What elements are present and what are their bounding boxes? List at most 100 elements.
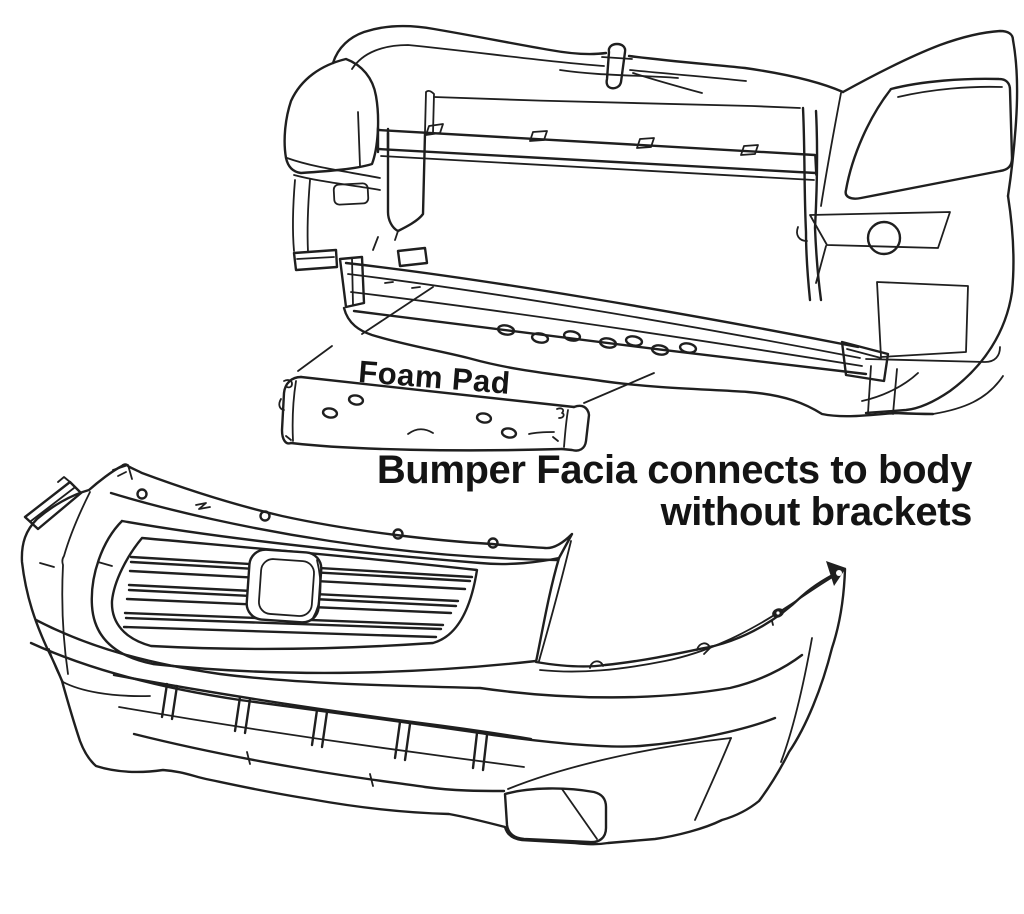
fender-diagonal (820, 92, 842, 207)
left-headlight-housing (283, 57, 380, 175)
face-crease-upper (34, 618, 804, 699)
fog-pocket-diagonal (561, 788, 598, 840)
flange-z-clip (195, 502, 211, 510)
underbody-contour (342, 306, 935, 418)
honda-logo (258, 558, 315, 617)
foam-pad-clip (556, 407, 565, 419)
headlight-lower-band (286, 157, 381, 179)
right-lower-crease (694, 737, 732, 821)
center-bracket (386, 131, 427, 233)
flare-edge (48, 648, 64, 683)
flange-screw-holes (136, 488, 499, 549)
caption-line-1: Bumper Facia connects to body (376, 448, 973, 492)
bumper-facia-drawing (20, 463, 847, 846)
underhood-line (632, 72, 703, 94)
right-corner-tip-hole (836, 570, 842, 576)
flare-inner-line (62, 681, 151, 697)
face-crease-lower (29, 641, 777, 748)
foam-pad-right-cap-line (563, 409, 569, 448)
right-fender (841, 29, 1019, 198)
grille-surround (120, 519, 561, 566)
foam-pad-dash (528, 431, 555, 435)
right-pillar (801, 106, 812, 302)
beam-left-end-line (351, 257, 354, 306)
fog-pocket (503, 787, 608, 844)
radiator-support-bar (376, 147, 818, 175)
surround-right-band (538, 540, 572, 662)
lower-intake-bottom (118, 706, 525, 768)
hood-inner-edge (351, 44, 605, 70)
headlight-lower-band (293, 174, 381, 191)
beam-top-tab (396, 246, 429, 268)
corner-claw (112, 464, 133, 480)
support-bar-clip (740, 144, 759, 156)
foam-pad-clip (283, 379, 293, 389)
top-edge-clip (589, 660, 604, 669)
bumper-beam (352, 309, 868, 376)
center-bracket-tip (372, 230, 399, 251)
beam-face-ticks (384, 281, 421, 289)
foam-pad-left-cap-line (291, 380, 297, 442)
fender-leg (306, 179, 311, 253)
wheel-arch (864, 194, 1015, 415)
hood-inner-edge (629, 69, 747, 82)
upper-flange-inner-edge (109, 491, 559, 562)
fender-leg (292, 179, 296, 252)
foam-pad-leader-left (297, 345, 333, 372)
radiator-support-underline (380, 155, 815, 181)
foam-pad-clip (278, 398, 285, 411)
foam-pad-leader-right (583, 372, 655, 404)
lower-intake-top (112, 673, 533, 741)
front-end-body-drawing (283, 24, 1019, 418)
clip-tick (771, 620, 774, 626)
pillar-hook (796, 226, 808, 242)
right-top-inner-edge (539, 574, 837, 673)
support-bar-clip (529, 130, 548, 142)
foam-pad-top-edge (299, 375, 576, 409)
foam-pad-corner-tick (285, 435, 559, 442)
right-frame-horn (867, 365, 898, 415)
caption-line-2: without brackets (660, 490, 973, 535)
left-frame-horn-line (296, 256, 335, 260)
right-corner-tip (826, 561, 846, 586)
intake-dividers (160, 682, 489, 772)
clip-hole-center (776, 611, 780, 615)
right-panel (809, 211, 951, 249)
left-post (424, 90, 435, 134)
caption: Bumper Facia connects to body without br… (376, 448, 973, 535)
beam-right-bracket (840, 340, 890, 383)
foam-pad-bottom-edge (289, 441, 564, 452)
right-pillar (813, 109, 823, 302)
grille-opening (110, 536, 479, 651)
bumper-beam-line (347, 273, 861, 359)
beam-right-bracket-line (846, 348, 882, 359)
foam-pad-right-cap (560, 404, 591, 452)
support-bar-clip (425, 123, 444, 136)
underhood-line (559, 69, 679, 79)
pocket-crease (507, 737, 732, 790)
valance-mid-line (132, 732, 506, 793)
top-edge-clip (696, 642, 711, 655)
right-inner-edge (780, 637, 813, 763)
valance-ticks (246, 751, 374, 787)
left-corner-tab-line (30, 476, 75, 522)
underbody-right-line (865, 346, 1001, 363)
left-frame-horn (292, 248, 339, 272)
right-lower-panel (876, 281, 969, 358)
underbody-right-curve (932, 375, 1004, 415)
subframe-diagonal (361, 286, 434, 335)
beam-holes (496, 324, 698, 356)
left-corner-tab (23, 480, 83, 531)
foam-pad-drawing (278, 375, 591, 452)
left-endcap-crease (61, 491, 91, 675)
support-bar-clip (636, 137, 655, 149)
hood-latch-base (601, 56, 633, 60)
radiator-opening-top (433, 96, 801, 109)
hood-edge (331, 24, 608, 65)
beam-left-end (338, 255, 366, 309)
right-panel-line (815, 245, 827, 284)
radiator-support-bar (376, 128, 817, 157)
headlight-adjuster-clip (332, 182, 370, 206)
